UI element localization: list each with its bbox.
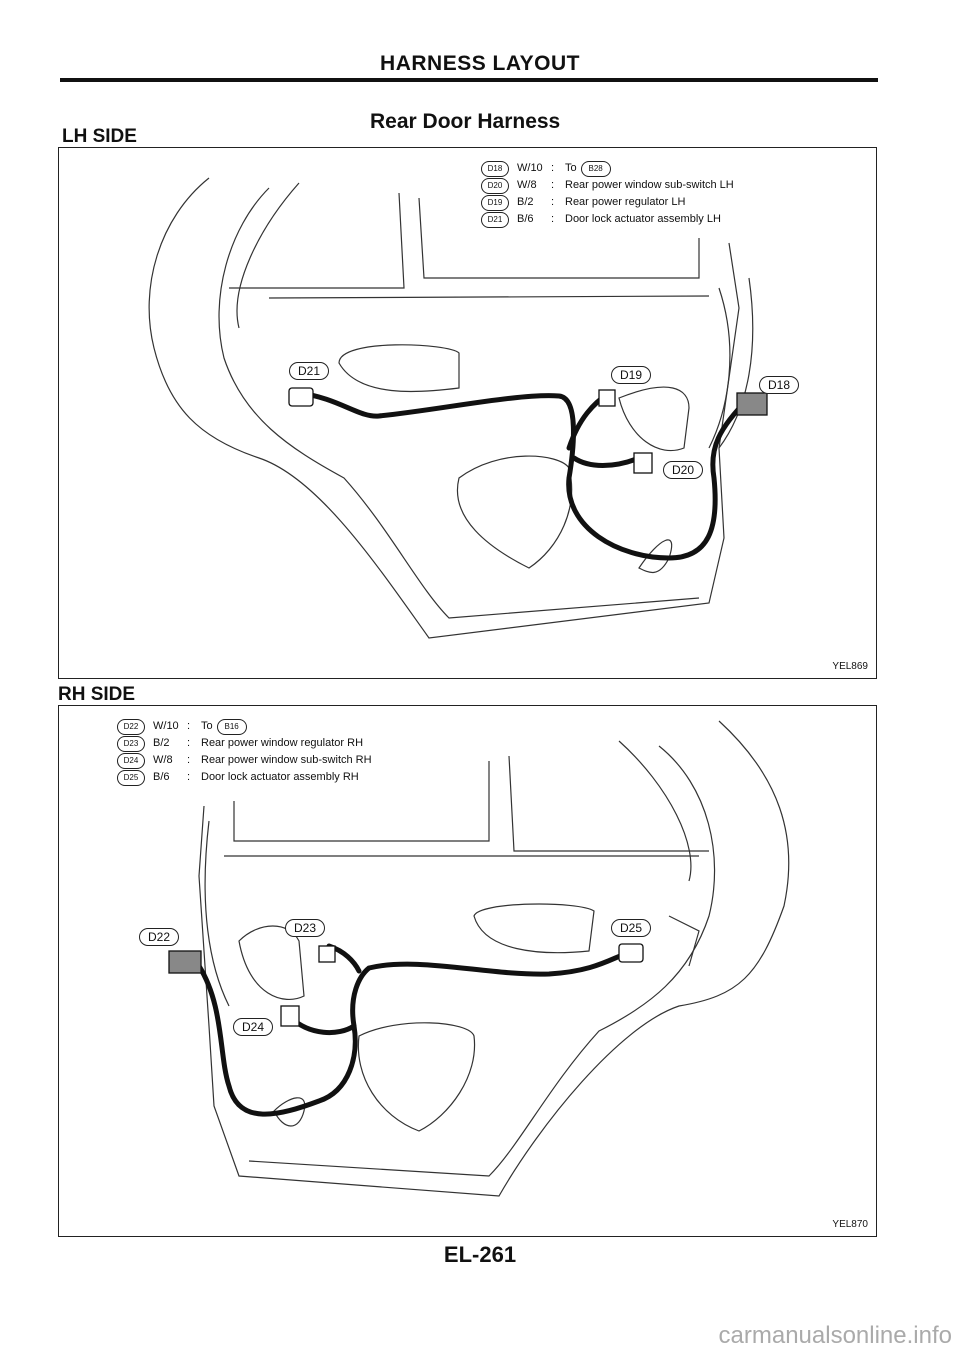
connector-callout-d19: D19 <box>611 366 652 384</box>
connector-callout-d22: D22 <box>139 928 180 946</box>
rh-figure-panel: D22 W/10 : To B16 D23 B/2 : Rear power w… <box>58 705 877 1237</box>
target-connector-badge: B16 <box>216 718 247 735</box>
connector-callout-d21: D21 <box>289 362 330 380</box>
connector-description: Rear power window sub-switch LH <box>565 179 734 191</box>
connector-code-badge: D23 <box>117 735 145 752</box>
legend-row: D24 W/8 : Rear power window sub-switch R… <box>117 752 372 769</box>
rh-connector-legend: D22 W/10 : To B16 D23 B/2 : Rear power w… <box>117 718 372 786</box>
connector-description: Rear power window sub-switch RH <box>201 754 372 766</box>
target-prefix: To <box>201 720 213 732</box>
page-header: HARNESS LAYOUT <box>380 52 580 75</box>
legend-row: D19 B/2 : Rear power regulator LH <box>481 194 734 211</box>
wire-spec: B/2 <box>153 737 170 749</box>
connector-callout-d23: D23 <box>285 919 326 937</box>
legend-row: D23 B/2 : Rear power window regulator RH <box>117 735 372 752</box>
lh-figure-code: YEL869 <box>832 661 868 672</box>
legend-row: D21 B/6 : Door lock actuator assembly LH <box>481 211 734 228</box>
legend-row: D20 W/8 : Rear power window sub-switch L… <box>481 177 734 194</box>
wire-spec: B/6 <box>153 771 170 783</box>
connector-code-badge: D25 <box>117 769 145 786</box>
lh-connector-legend: D18 W/10 : To B28 D20 W/8 : Rear power w… <box>481 160 734 228</box>
target-connector-badge: B28 <box>580 160 611 177</box>
lh-figure-panel: D18 W/10 : To B28 D20 W/8 : Rear power w… <box>58 147 877 679</box>
connector-callout-d24: D24 <box>233 1018 274 1036</box>
connector-description: Door lock actuator assembly RH <box>201 771 359 783</box>
connector-callout-d20: D20 <box>663 461 704 479</box>
header-rule <box>60 78 878 82</box>
wire-spec: B/2 <box>517 196 534 208</box>
connector-callout-d18: D18 <box>759 376 800 394</box>
watermark: carmanualsonline.info <box>718 1322 952 1349</box>
wire-spec: W/8 <box>517 179 537 191</box>
connector-code-badge: D22 <box>117 718 145 735</box>
connector-description: Rear power window regulator RH <box>201 737 364 749</box>
rh-door-drawing <box>168 720 790 1197</box>
connector-description: Rear power regulator LH <box>565 196 686 208</box>
connector-code-badge: D20 <box>481 177 509 194</box>
rh-side-label: RH SIDE <box>58 684 136 705</box>
target-prefix: To <box>565 162 577 174</box>
section-title: Rear Door Harness <box>370 110 561 133</box>
lh-door-drawing <box>148 177 768 639</box>
connector-callout-d25: D25 <box>611 919 652 937</box>
wire-spec: W/10 <box>153 720 179 732</box>
wire-spec: W/10 <box>517 162 543 174</box>
connector-code-badge: D21 <box>481 211 509 228</box>
legend-row: D18 W/10 : To B28 <box>481 160 734 177</box>
legend-row: D22 W/10 : To B16 <box>117 718 372 735</box>
lh-side-label: LH SIDE <box>62 126 137 147</box>
wire-spec: B/6 <box>517 213 534 225</box>
connector-description: Door lock actuator assembly LH <box>565 213 721 225</box>
page-number: EL-261 <box>443 1242 517 1267</box>
rh-figure-code: YEL870 <box>832 1219 868 1230</box>
connector-code-badge: D24 <box>117 752 145 769</box>
connector-code-badge: D18 <box>481 160 509 177</box>
legend-row: D25 B/6 : Door lock actuator assembly RH <box>117 769 372 786</box>
wire-spec: W/8 <box>153 754 173 766</box>
connector-code-badge: D19 <box>481 194 509 211</box>
